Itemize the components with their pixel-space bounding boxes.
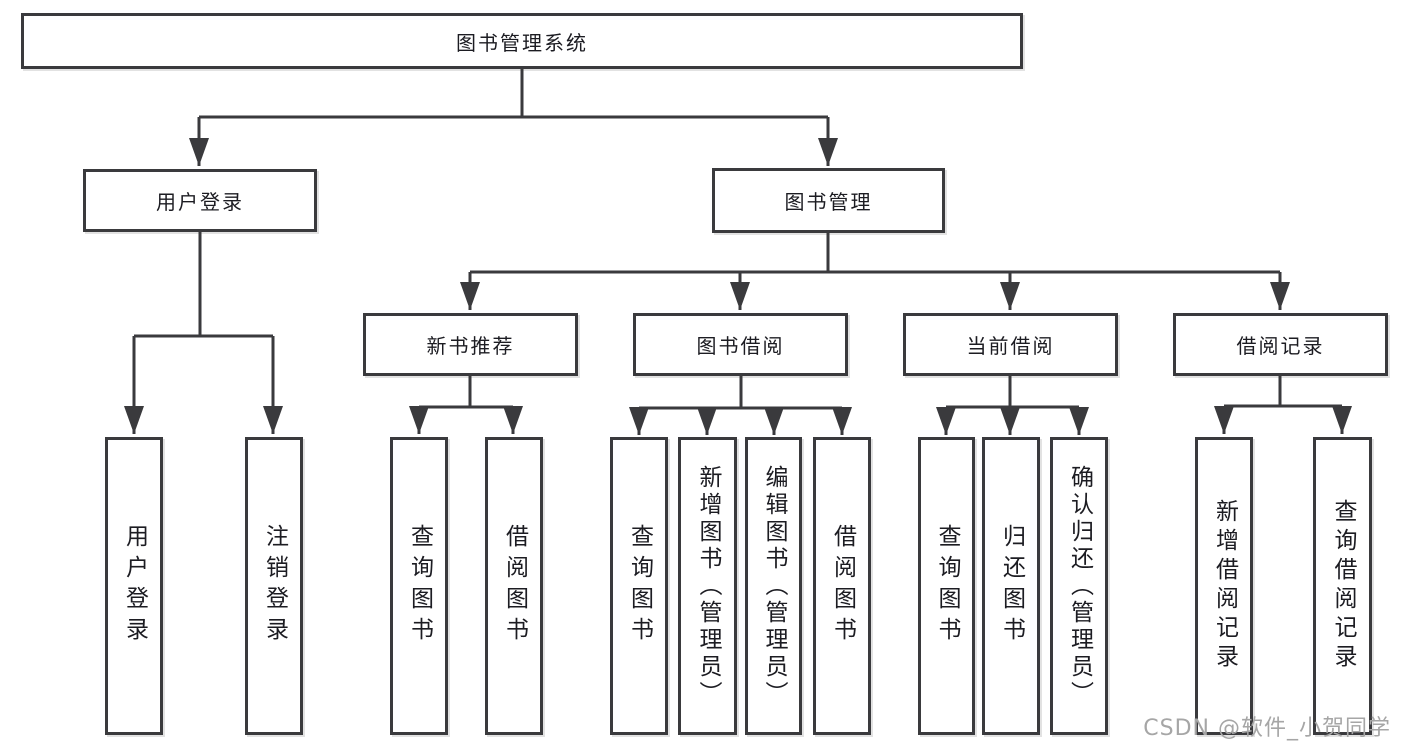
leaf-bb-borrow-books: 借阅图书 xyxy=(813,437,871,735)
node-current-borrow: 当前借阅 xyxy=(903,313,1118,376)
node-book-borrow-label: 图书借阅 xyxy=(696,334,785,358)
node-root-label: 图书管理系统 xyxy=(456,30,588,55)
node-new-book-recommend: 新书推荐 xyxy=(363,313,578,376)
leaf-bb-edit-book-admin: 编辑图书（管理员） xyxy=(745,437,802,735)
node-book-management: 图书管理 xyxy=(712,168,945,233)
leaf-cb-query-books: 查询图书 xyxy=(918,437,975,735)
leaf-cb-confirm-return-admin-label: 确认归还（管理员） xyxy=(1066,464,1093,708)
node-user-login-label: 用户登录 xyxy=(156,190,244,214)
leaf-rec-query-borrow-record-label: 查询借阅记录 xyxy=(1330,499,1356,673)
leaf-nb-query-books-label: 查询图书 xyxy=(406,524,433,648)
leaf-user-login: 用户登录 xyxy=(105,437,163,735)
csdn-watermark: CSDN @软件_小贺同学 xyxy=(1143,716,1391,741)
leaf-bb-borrow-books-label: 借阅图书 xyxy=(829,524,856,648)
node-current-borrow-label: 当前借阅 xyxy=(966,334,1055,358)
leaf-nb-borrow-books: 借阅图书 xyxy=(485,437,543,735)
leaf-bb-add-book-admin-label: 新增图书（管理员） xyxy=(695,464,721,708)
node-book-management-label: 图书管理 xyxy=(784,190,873,214)
node-new-book-recommend-label: 新书推荐 xyxy=(426,334,515,358)
leaf-bb-query-books: 查询图书 xyxy=(610,437,668,735)
leaf-logout: 注销登录 xyxy=(245,437,303,735)
leaf-rec-add-borrow-record: 新增借阅记录 xyxy=(1195,437,1253,735)
node-root: 图书管理系统 xyxy=(21,13,1023,69)
node-borrow-records-label: 借阅记录 xyxy=(1236,334,1325,358)
leaf-bb-query-books-label: 查询图书 xyxy=(626,524,653,648)
leaf-bb-edit-book-admin-label: 编辑图书（管理员） xyxy=(761,464,787,708)
leaf-nb-borrow-books-label: 借阅图书 xyxy=(501,524,528,648)
leaf-user-login-label: 用户登录 xyxy=(121,524,148,648)
node-borrow-records: 借阅记录 xyxy=(1173,313,1388,376)
leaf-bb-add-book-admin: 新增图书（管理员） xyxy=(678,437,737,735)
node-user-login: 用户登录 xyxy=(83,169,317,232)
leaf-cb-return-book-label: 归还图书 xyxy=(998,524,1025,648)
leaf-nb-query-books: 查询图书 xyxy=(390,437,448,735)
node-book-borrow: 图书借阅 xyxy=(633,313,848,376)
leaf-rec-add-borrow-record-label: 新增借阅记录 xyxy=(1211,499,1238,673)
leaf-cb-return-book: 归还图书 xyxy=(982,437,1040,735)
leaf-rec-query-borrow-record: 查询借阅记录 xyxy=(1313,437,1372,735)
leaf-cb-confirm-return-admin: 确认归还（管理员） xyxy=(1050,437,1108,735)
leaf-cb-query-books-label: 查询图书 xyxy=(934,524,960,648)
leaf-logout-label: 注销登录 xyxy=(261,524,288,648)
